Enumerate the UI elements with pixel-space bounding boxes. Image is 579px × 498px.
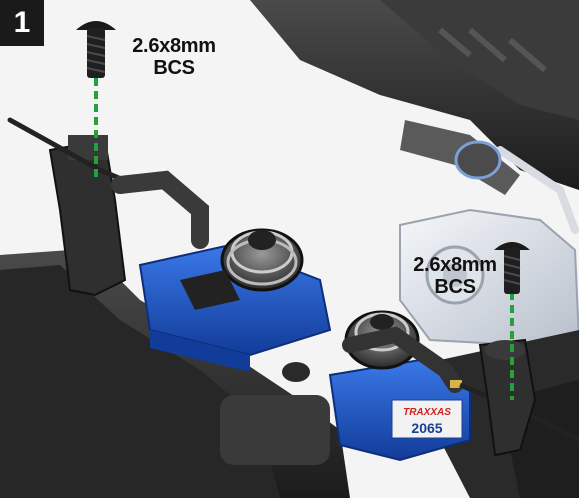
- screw-size-label: 2.6x8mm: [132, 35, 216, 57]
- screw-callout-right: 2.6x8mm BCS: [407, 254, 503, 298]
- screw-size-label: 2.6x8mm: [413, 254, 497, 276]
- rod-link-right: [342, 326, 463, 393]
- chassis-block: [220, 395, 330, 465]
- servo-label-plate: [391, 399, 463, 439]
- screw-right: [494, 242, 530, 294]
- step-number-badge: 1: [0, 0, 44, 46]
- servo-horn-left: [180, 270, 240, 310]
- mount-post-right: [478, 338, 537, 457]
- chassis-rail: [0, 265, 280, 498]
- servo-brand: TRAXXAS: [403, 407, 451, 418]
- rod-end-brass-right: [450, 380, 462, 388]
- screw-type-label: BCS: [153, 57, 195, 79]
- link-rod: [496, 146, 579, 234]
- servo-model: 2065: [411, 420, 442, 436]
- rod-link-left: [111, 170, 209, 249]
- shell-logo-mark: [438, 27, 547, 73]
- screw-callout-left: 2.6x8mm BCS: [126, 35, 222, 79]
- screw-head-mid: [282, 362, 310, 382]
- ball-joint: [454, 140, 502, 180]
- screw-type-label: BCS: [434, 276, 476, 298]
- gearbox-housing: [399, 208, 579, 347]
- body-shell-panel: [380, 0, 579, 120]
- screw-left: [76, 21, 116, 78]
